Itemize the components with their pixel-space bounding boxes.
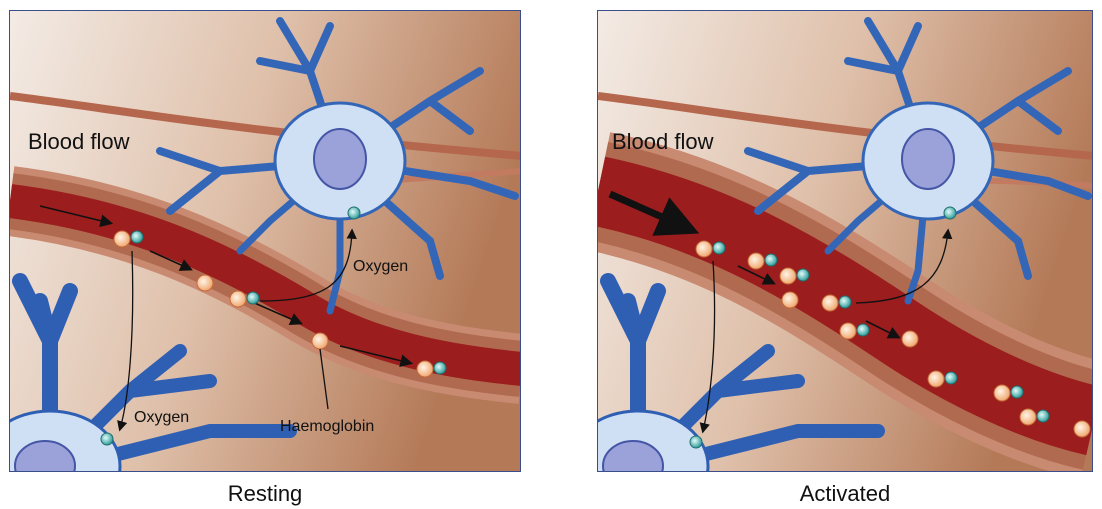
oxygen-label-top: Oxygen bbox=[353, 258, 408, 276]
activated-illustration bbox=[598, 11, 1093, 472]
resting-panel: Blood flow Oxygen Oxygen Haemoglobin bbox=[9, 10, 521, 472]
oxygen-label-bottom: Oxygen bbox=[134, 409, 189, 427]
activated-caption: Activated bbox=[597, 481, 1093, 507]
neuron-nucleus bbox=[902, 129, 954, 189]
neuron-nucleus bbox=[314, 129, 366, 189]
activated-panel: Blood flow bbox=[597, 10, 1093, 472]
blood-flow-label: Blood flow bbox=[612, 129, 714, 155]
resting-illustration bbox=[10, 11, 521, 472]
resting-caption: Resting bbox=[9, 481, 521, 507]
haemoglobin-label: Haemoglobin bbox=[280, 418, 374, 436]
blood-flow-label: Blood flow bbox=[28, 129, 130, 155]
